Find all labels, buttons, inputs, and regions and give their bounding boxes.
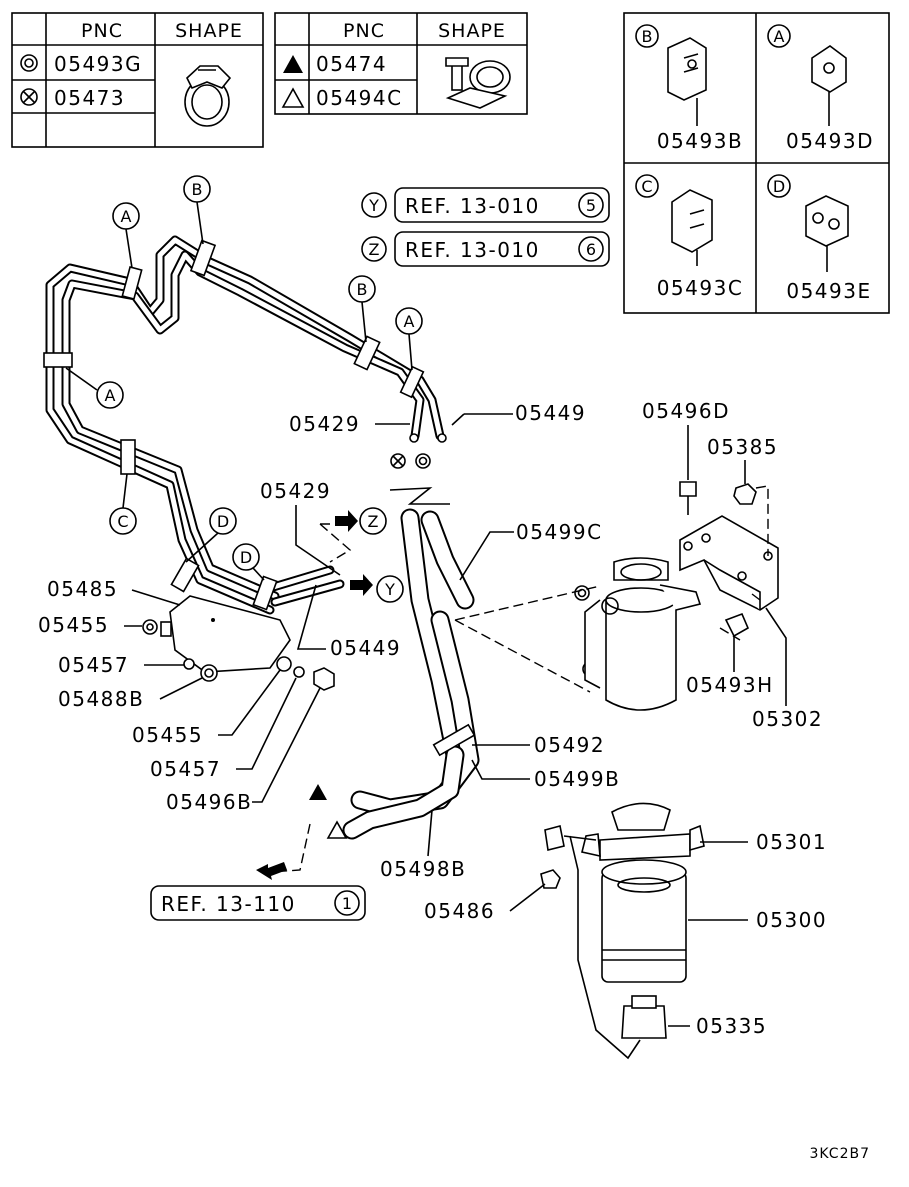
table2-header-shape: SHAPE: [438, 20, 506, 42]
ref-z-text: REF. 13-010: [405, 238, 540, 262]
clip-box: B 05493B A 05493D C 05493C D: [623, 12, 890, 314]
bracket-05485: [169, 595, 291, 673]
ref-z-letter: Z: [369, 240, 380, 259]
filled-triangle-icon: [283, 55, 303, 73]
ref-z: Z REF. 13-010 6: [361, 231, 610, 267]
label-05485: 05485: [47, 577, 118, 601]
label-05496B: 05496B: [166, 790, 252, 814]
table2-pnc-05494C: 05494C: [316, 86, 403, 110]
legend-table-2: PNC SHAPE 05474 05494C: [274, 12, 528, 115]
table1-header-pnc: PNC: [81, 20, 123, 42]
label-05429-mid: 05429: [260, 479, 331, 503]
callout-z-mark: Z: [368, 512, 379, 531]
label-05499B: 05499B: [534, 767, 620, 791]
table2-header-pnc: PNC: [343, 20, 385, 42]
label-05498B: 05498B: [380, 857, 466, 881]
table1-pnc-05473: 05473: [54, 86, 125, 110]
ref-y-num: 5: [586, 196, 596, 215]
label-05455-mid: 05455: [132, 723, 203, 747]
ref-y-text: REF. 13-010: [405, 194, 540, 218]
label-05335: 05335: [696, 1014, 767, 1038]
outline-triangle-icon: [281, 87, 305, 108]
callout-d-2: D: [240, 548, 252, 567]
clip-c-letter: C: [641, 177, 652, 196]
clip-pnc-05493E: 05493E: [786, 279, 871, 303]
fuel-filter-upper: [584, 557, 702, 711]
label-05300: 05300: [756, 908, 827, 932]
arrow-markers: [256, 510, 373, 880]
arrow-to-y-icon: [350, 574, 373, 596]
label-05457-left: 05457: [58, 653, 129, 677]
label-05457-mid: 05457: [150, 757, 221, 781]
clip-b-letter: B: [642, 27, 653, 46]
part-labels: 05429 05449 05429 05499C 05485 05455 054…: [38, 399, 827, 1038]
table2-pnc-05474: 05474: [316, 52, 387, 76]
label-05455-left: 05455: [38, 613, 109, 637]
callout-a-2: A: [105, 386, 116, 405]
ref-bottom: REF. 13-110 1: [150, 885, 366, 921]
label-05449-mid: 05449: [330, 636, 401, 660]
callout-c-1: C: [117, 512, 128, 531]
callout-b-1: B: [192, 180, 203, 199]
letter-callouts: A B A B A C D D Z Y: [65, 175, 423, 603]
label-05496D: 05496D: [642, 399, 730, 423]
clip-pnc-05493D: 05493D: [786, 129, 874, 153]
ref-bottom-text: REF. 13-110: [161, 892, 296, 916]
label-05486: 05486: [424, 899, 495, 923]
callout-y-mark: Y: [384, 580, 395, 599]
callout-d-1: D: [217, 512, 229, 531]
arrow-to-z-icon: [335, 510, 358, 532]
ref-z-num: 6: [586, 240, 596, 259]
label-05302: 05302: [752, 707, 823, 731]
filled-triangle-marker-icon: [309, 784, 327, 800]
clip-pnc-05493B: 05493B: [657, 129, 743, 153]
label-05488B: 05488B: [58, 687, 144, 711]
label-05301: 05301: [756, 830, 827, 854]
label-05492: 05492: [534, 733, 605, 757]
fuel-filter-main: [544, 802, 705, 1060]
label-05449-top: 05449: [515, 401, 586, 425]
callout-b-2: B: [357, 280, 368, 299]
outline-triangle-marker-icon: [326, 820, 348, 839]
clip-d-letter: D: [773, 177, 785, 196]
callout-a-1: A: [121, 207, 132, 226]
circle-x-icon: [20, 88, 38, 106]
clip-a-cell: A 05493D: [767, 24, 874, 153]
label-05429-top: 05429: [289, 412, 360, 436]
label-05385: 05385: [707, 435, 778, 459]
table1-header-shape: SHAPE: [175, 20, 243, 42]
clip-d-cell: D 05493E: [767, 174, 871, 303]
fuel-hoses: [342, 508, 480, 840]
label-05493H: 05493H: [686, 673, 774, 697]
arrow-to-ref-icon: [256, 862, 287, 880]
hose-clamp-shape-icon: [184, 65, 232, 127]
fuel-pipes: [43, 235, 447, 615]
ref-bottom-num: 1: [342, 894, 352, 913]
table1-pnc-05493G: 05493G: [54, 52, 142, 76]
clip-b-cell: B 05493B: [635, 24, 743, 153]
legend-table-1: PNC SHAPE 05493G 05473: [11, 12, 264, 148]
diagram-code: 3KC2B7: [809, 1146, 870, 1162]
clip-a-letter: A: [774, 27, 785, 46]
label-05499C: 05499C: [516, 520, 603, 544]
clip-pnc-05493C: 05493C: [657, 276, 744, 300]
callout-a-3: A: [404, 312, 415, 331]
clip-c-cell: C 05493C: [635, 174, 744, 300]
ref-y: Y REF. 13-010 5: [361, 187, 610, 223]
double-circle-icon: [20, 54, 38, 72]
fasteners: [142, 453, 757, 889]
bolt-clamp-shape-icon: [445, 57, 511, 109]
ref-y-letter: Y: [368, 196, 379, 215]
